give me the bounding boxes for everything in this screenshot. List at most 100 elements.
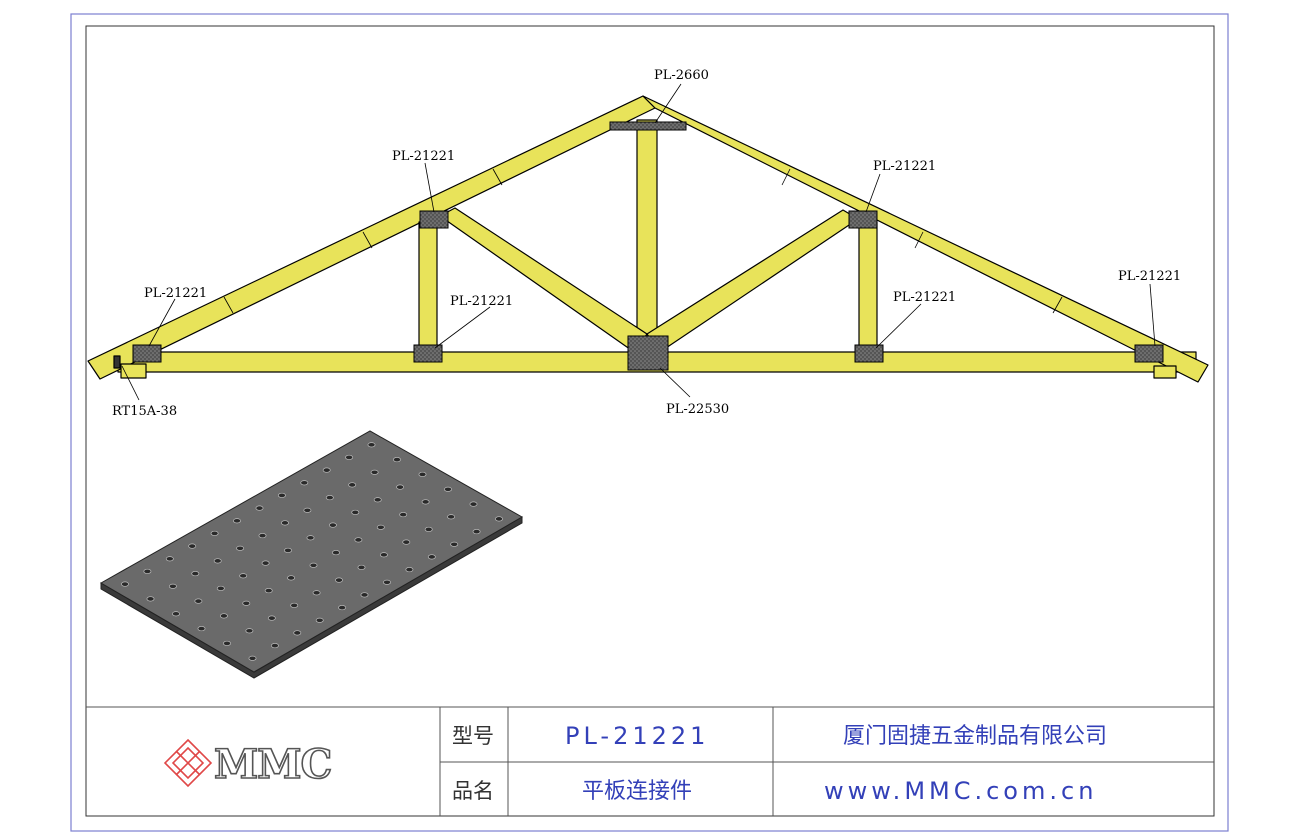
model-value: PL-21221 [565,722,709,750]
plate-hole [376,524,385,530]
plate-hole [370,469,379,475]
plate-hole [146,596,155,602]
plate-hole [373,497,382,503]
plate-hole [287,575,296,581]
plate-hole [306,535,315,541]
model-label: 型号 [452,724,494,748]
plate-hole [354,537,363,543]
left-heel-block [120,363,147,379]
callout-bearing: RT15A-38 [112,404,177,419]
plate-hole [242,600,251,606]
plate-hole [393,457,401,463]
plate-hole [303,507,312,513]
outer-frame [70,13,1229,832]
plate-top-face [99,430,524,673]
king-post [636,119,658,353]
plate-hole [216,585,225,591]
plate-hole [236,545,245,551]
plate-hole [309,562,318,568]
plate-heel-right [1134,344,1164,363]
callout-upper-right: PL-21221 [873,159,936,174]
plate-upper-right [848,210,878,229]
plate-hole [143,568,152,574]
plate-hole [405,567,414,573]
plate-hole [421,499,430,505]
plate-hole [267,615,276,621]
plate-hole [188,543,197,549]
plate-hole [258,533,267,539]
right-heel-block [1153,365,1177,379]
callout-heel-left: PL-21221 [144,286,207,301]
plate-hole [219,613,228,619]
nail-plates [132,121,1164,371]
left-diagonal-web [439,207,648,353]
plate-hole [277,492,286,498]
plate-upper-left [419,210,449,229]
left-vertical-web [418,221,438,353]
plate-hole [197,626,206,632]
plate-hole [213,558,222,564]
title-block [86,706,1214,816]
plate-hole [270,643,279,649]
logo-emblem-icon [163,738,213,788]
plate-hole [210,530,219,536]
plate-vertical-left [413,344,443,363]
inner-frame [85,25,1215,817]
plate-hole [418,471,427,477]
plate-hole [312,590,321,596]
plate-hole [444,486,452,492]
callout-vertical-right: PL-21221 [893,290,956,305]
plate-hole [447,514,456,520]
plate-hole [248,655,257,661]
mmc-logo: MMC [163,738,333,789]
plate-hole [293,630,302,636]
plate-hole [332,550,340,556]
plate-hole [194,598,203,604]
plate-hole [261,560,270,566]
plate-hole [255,505,264,511]
name-value: 平板连接件 [582,779,692,804]
right-top-chord [642,95,1209,383]
plate-hole [290,602,299,608]
right-vertical-web [858,221,878,353]
plate-hole [172,611,180,617]
plate-hole [315,617,324,623]
plate-hole [427,554,436,560]
plate-hole [472,529,481,535]
nail-plate-isometric [99,430,524,679]
plate-hole [284,547,292,553]
plate-hole [357,564,366,570]
plate-hole [328,522,337,528]
plate-hole [379,552,388,558]
left-top-chord [87,95,656,380]
plate-hole [383,579,391,585]
plate-hole [424,526,433,532]
company-name: 厦门固捷五金制品有限公司 [843,724,1107,749]
plate-hole [367,442,376,448]
plate-hole [239,573,248,579]
plate-hole [223,640,231,646]
callout-apex: PL-2660 [654,68,709,83]
right-diagonal-web [646,209,859,353]
callout-heel-right: PL-21221 [1118,269,1181,284]
callout-center-bottom: PL-22530 [666,402,729,417]
plate-hole [264,588,273,594]
left-bearing-clip [113,355,121,369]
callout-upper-left: PL-21221 [392,149,455,164]
plate-heel-left [132,344,162,363]
plate-hole [322,467,331,473]
logo-text: MMC [214,741,331,788]
plate-hole [351,509,360,515]
plate-hole [399,512,408,518]
plate-hole [338,605,347,611]
plate-hole [300,480,309,486]
plate-hole [165,556,174,562]
plate-hole [345,454,354,460]
plate-vertical-right [854,344,884,363]
plate-hole [348,482,357,488]
plate-hole [495,516,503,522]
callout-vertical-left: PL-21221 [450,294,513,309]
chord-splice-marks [223,168,1063,314]
plate-hole [402,539,411,545]
